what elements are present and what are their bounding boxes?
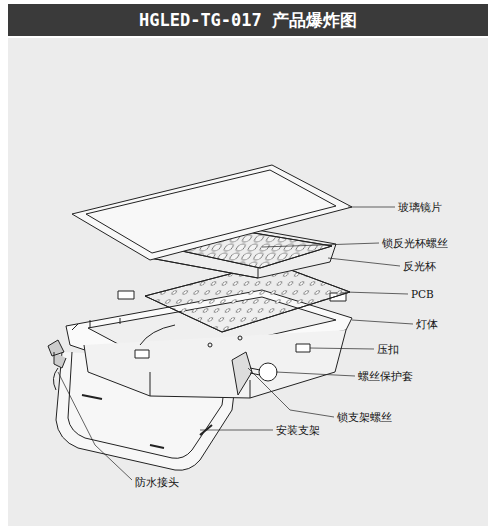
title-band: HGLED-TG-017 产品爆炸图 [8, 4, 488, 36]
part-label: 防水接头 [134, 475, 180, 489]
part-label: 玻璃镜片 [397, 200, 443, 214]
part-label: 锁支架螺丝 [336, 410, 393, 424]
part-label: PCB [410, 287, 435, 301]
part-label: 灯体 [415, 317, 439, 331]
part-label: 锁反光杯螺丝 [381, 236, 449, 250]
part-label: 反光杯 [402, 259, 437, 273]
part-label: 压扣 [376, 342, 400, 356]
part-label: 螺丝保护套 [357, 369, 414, 383]
part-label: 安装支架 [275, 423, 321, 437]
